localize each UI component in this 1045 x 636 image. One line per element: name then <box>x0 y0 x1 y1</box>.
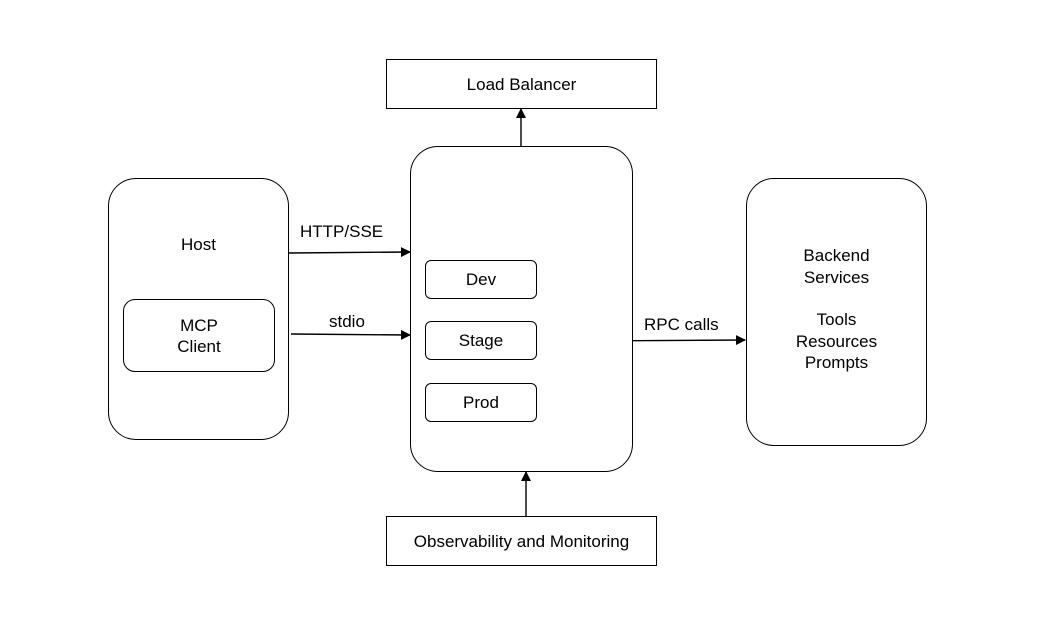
mcp-client-box: MCP Client <box>123 299 275 372</box>
env-stage-label: Stage <box>458 331 504 350</box>
backend-label-line1: Backend <box>803 246 870 265</box>
observability-box: Observability and Monitoring <box>386 516 657 566</box>
env-prod-box: Prod <box>425 383 537 422</box>
mcp-client-label-line1: MCP <box>180 315 218 335</box>
backend-label-line2: Services <box>803 267 870 287</box>
http-sse-label: HTTP/SSE <box>300 222 384 241</box>
host-label: Host <box>181 235 216 254</box>
env-dev-label: Dev <box>465 270 497 289</box>
rpc-calls-label: RPC calls <box>644 315 719 334</box>
stdio-label: stdio <box>329 312 365 331</box>
mcp-server-box <box>410 146 633 472</box>
backend-item-prompts: Prompts <box>804 353 869 372</box>
env-dev-box: Dev <box>425 260 537 299</box>
mcp-client-label-line2: Client <box>177 336 221 356</box>
host-box: Host MCP Client <box>108 178 289 440</box>
backend-item-tools: Tools <box>816 310 857 329</box>
env-prod-label: Prod <box>463 393 499 412</box>
env-stage-box: Stage <box>425 321 537 360</box>
load-balancer-box: Load Balancer <box>386 59 657 109</box>
http-sse-arrow <box>288 247 411 258</box>
observability-label: Observability and Monitoring <box>413 531 630 551</box>
load-balancer-label: Load Balancer <box>466 74 577 94</box>
stdio-arrow <box>290 329 411 340</box>
backend-services-box: Backend Services Tools Resources Prompts <box>746 178 927 446</box>
backend-item-resources: Resources <box>795 331 878 351</box>
